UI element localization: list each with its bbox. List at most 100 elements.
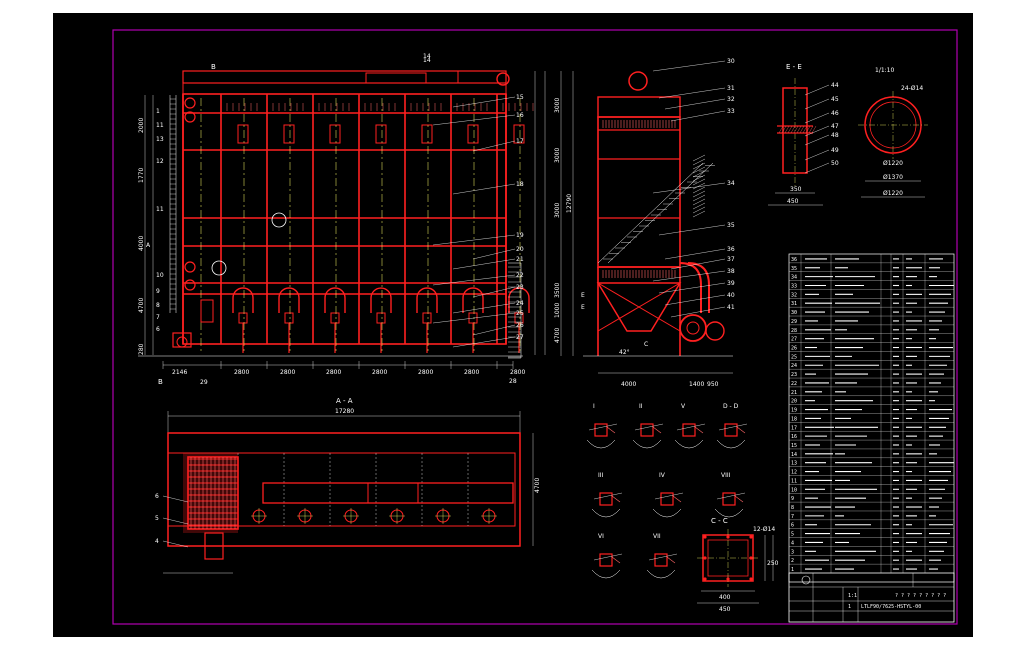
callout-left-7: 8 [156,302,160,309]
marker-angle: 42° [619,349,630,356]
callout-aa-6: 6 [155,493,159,500]
callout-ee-47: 47 [831,123,839,130]
callout-ee-49: 49 [831,147,839,154]
dim-ee-base: 450 [787,198,799,205]
dim-span-4: 2800 [372,369,387,376]
bom-row-no-29: 29 [791,319,797,325]
section-aa-title: A - A [336,397,353,405]
callout-side-40: 40 [727,292,735,299]
bom-row-no-20: 20 [791,399,797,405]
detail-title-detail_iii: III [598,472,604,479]
callout-side-32: 32 [727,96,735,103]
dim-side-height-4: 12790 [566,194,573,213]
callout-ee-46: 46 [831,110,839,117]
dim-side-far: 950 [707,381,719,388]
detail-title-detail_ii: II [639,403,643,410]
callout-ee-50: 50 [831,160,839,167]
callout-ee-45: 45 [831,96,839,103]
callout-main-26: 26 [516,322,524,329]
bom-row-no-23: 23 [791,372,797,378]
bom-row-no-5: 5 [791,532,794,538]
bom-row-no-25: 25 [791,354,797,360]
dim-left-height-2: 1770 [138,168,145,183]
dim-span-2: 2800 [280,369,295,376]
marker-e1: E [581,292,585,299]
detail-title-detail_v: V [681,403,686,410]
callout-main-17: 17 [516,138,524,145]
flange-mid: Ø1370 [883,174,903,181]
dim-cc-side: 250 [767,560,779,567]
callout-side-33: 33 [727,108,735,115]
callout-side-30: 30 [727,58,735,65]
flange-detail [858,91,928,198]
callout-main-15: 15 [516,94,524,101]
marker-a: A [146,242,151,249]
bom-row-no-32: 32 [791,292,797,298]
sheet-value: 1 [848,604,851,610]
dim-span-1: 2800 [234,369,249,376]
bom-row-no-24: 24 [791,363,797,369]
bom-row-no-26: 26 [791,346,797,352]
callout-aa-4: 4 [155,538,159,545]
title-block [788,572,955,623]
callout-side-41: 41 [727,304,735,311]
dim-span-6: 2800 [464,369,479,376]
callout-main-19: 19 [516,232,524,239]
callout-main-25: 25 [516,310,524,317]
front-elevation [138,70,546,369]
callout-left-8: 7 [156,314,160,321]
bom-row-no-28: 28 [791,328,797,334]
bom-row-no-8: 8 [791,505,794,511]
bom-row-no-3: 3 [791,549,794,555]
bom-row-no-18: 18 [791,416,797,422]
callout-left-5: 10 [156,272,164,279]
bom-row-no-21: 21 [791,390,797,396]
section-aa [162,411,534,574]
callout-main-18: 18 [516,181,524,188]
section-ee [768,78,830,206]
callout-side-39: 39 [727,280,735,287]
detail-title-detail_viii: VIII [721,472,731,479]
bom-table: 3635343332313029282726252423222120191817… [788,253,955,583]
callout-aa-5: 5 [155,515,159,522]
bom-row-no-4: 4 [791,540,794,546]
bom-row-no-7: 7 [791,514,794,520]
flange-bolts: 24-Ø14 [901,85,923,92]
dim-cc-base: 450 [719,606,731,613]
bom-row-no-6: 6 [791,523,794,529]
bom-row-no-30: 30 [791,310,797,316]
section-ee-title: E - E [786,63,802,71]
callout-side-37: 37 [727,256,735,263]
callout-ee-44: 44 [831,82,839,89]
bom-row-no-14: 14 [791,452,797,458]
dim-side-height-5: 3500 [554,283,561,298]
callout-side-35: 35 [727,222,735,229]
side-elevation [560,60,733,374]
dim-side-width: 4000 [621,381,636,388]
flange-outer: Ø1220 [883,190,903,197]
bom-row-no-33: 33 [791,283,797,289]
callout-left-2: 13 [156,136,164,143]
detail-title-detail_vii: VII [653,533,661,540]
bom-row-no-9: 9 [791,496,794,502]
bom-row-no-35: 35 [791,266,797,272]
callout-left-4: 11 [156,206,164,213]
callout-28: 28 [509,378,517,385]
dim-aa-right: 4700 [534,478,541,493]
bom-row-no-12: 12 [791,470,797,476]
callout-left-0: 1 [156,108,160,115]
view-label-b-bottom: B [158,378,163,386]
dim-side-height-6: 1000 [554,303,561,318]
bom-row-no-11: 11 [791,478,797,484]
cad-drawing-canvas: B B 14 A 1415161718192021222324252627282… [112,29,958,625]
dim-side-height-1: 3000 [554,98,561,113]
bom-row-no-19: 19 [791,408,797,414]
bom-row-no-1: 1 [791,567,794,573]
section-cc [697,529,774,604]
section-cc-title: C - C [711,517,728,525]
flange-inner: Ø1220 [883,160,903,167]
dim-side-height-7: 4700 [554,328,561,343]
bom-row-no-10: 10 [791,487,797,493]
bom-row-no-27: 27 [791,337,797,343]
